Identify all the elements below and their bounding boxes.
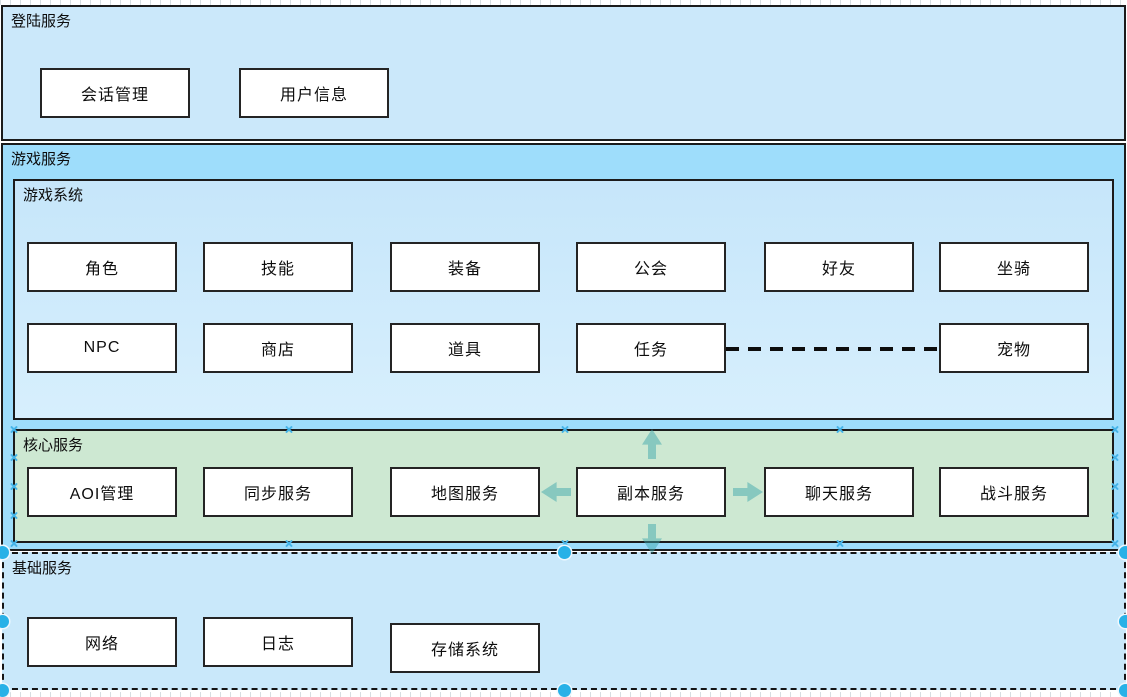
- node-aoi-management[interactable]: AOI管理: [27, 467, 177, 517]
- connection-point-marker[interactable]: [1110, 482, 1119, 491]
- node-user-info[interactable]: 用户信息: [239, 68, 389, 118]
- node-network[interactable]: 网络: [27, 617, 177, 667]
- node-sync-service[interactable]: 同步服务: [203, 467, 353, 517]
- node-skill[interactable]: 技能: [203, 242, 353, 292]
- connection-point-marker[interactable]: [9, 511, 18, 520]
- connection-point-marker[interactable]: [835, 539, 844, 548]
- connection-point-marker[interactable]: [560, 425, 569, 434]
- node-equipment[interactable]: 装备: [390, 242, 540, 292]
- node-friend[interactable]: 好友: [764, 242, 914, 292]
- selection-handle-bottom-right[interactable]: [1118, 683, 1127, 697]
- section-core-label: 核心服务: [23, 437, 84, 454]
- node-storage-system[interactable]: 存储系统: [390, 623, 540, 673]
- selection-handle-top-left[interactable]: [0, 545, 9, 559]
- node-map-service[interactable]: 地图服务: [390, 467, 540, 517]
- edge-quest-pet-dashed[interactable]: [726, 347, 939, 351]
- selection-handle-bottom-middle[interactable]: [557, 683, 571, 697]
- selection-handle-top-middle[interactable]: [557, 545, 571, 559]
- node-character[interactable]: 角色: [27, 242, 177, 292]
- node-pet[interactable]: 宠物: [939, 323, 1089, 373]
- node-item[interactable]: 道具: [390, 323, 540, 373]
- selection-handle-middle-left[interactable]: [0, 614, 9, 628]
- node-log[interactable]: 日志: [203, 617, 353, 667]
- node-dungeon-service[interactable]: 副本服务: [576, 467, 726, 517]
- section-game-system-label: 游戏系统: [23, 187, 84, 204]
- selection-handle-bottom-left[interactable]: [0, 683, 9, 697]
- connection-point-marker[interactable]: [1110, 539, 1119, 548]
- selection-handle-top-right[interactable]: [1118, 545, 1127, 559]
- section-game-system[interactable]: 游戏系统: [13, 179, 1114, 420]
- node-shop[interactable]: 商店: [203, 323, 353, 373]
- section-base-label: 基础服务: [12, 560, 73, 577]
- connection-point-marker[interactable]: [1110, 453, 1119, 462]
- connection-point-marker[interactable]: [835, 425, 844, 434]
- connection-point-marker[interactable]: [1110, 511, 1119, 520]
- node-session-management[interactable]: 会话管理: [40, 68, 190, 118]
- node-npc[interactable]: NPC: [27, 323, 177, 373]
- node-battle-service[interactable]: 战斗服务: [939, 467, 1089, 517]
- node-quest[interactable]: 任务: [576, 323, 726, 373]
- section-game-label: 游戏服务: [11, 151, 72, 168]
- connection-point-marker[interactable]: [284, 425, 293, 434]
- connection-point-marker[interactable]: [9, 453, 18, 462]
- canvas-grid-top: [0, 0, 1127, 5]
- connection-point-marker[interactable]: [9, 539, 18, 548]
- node-guild[interactable]: 公会: [576, 242, 726, 292]
- node-mount[interactable]: 坐骑: [939, 242, 1089, 292]
- connection-point-marker[interactable]: [9, 482, 18, 491]
- section-login-label: 登陆服务: [11, 13, 72, 30]
- connection-point-marker[interactable]: [1110, 425, 1119, 434]
- node-chat-service[interactable]: 聊天服务: [764, 467, 914, 517]
- connection-point-marker[interactable]: [9, 425, 18, 434]
- selection-handle-middle-right[interactable]: [1118, 614, 1127, 628]
- connection-point-marker[interactable]: [284, 539, 293, 548]
